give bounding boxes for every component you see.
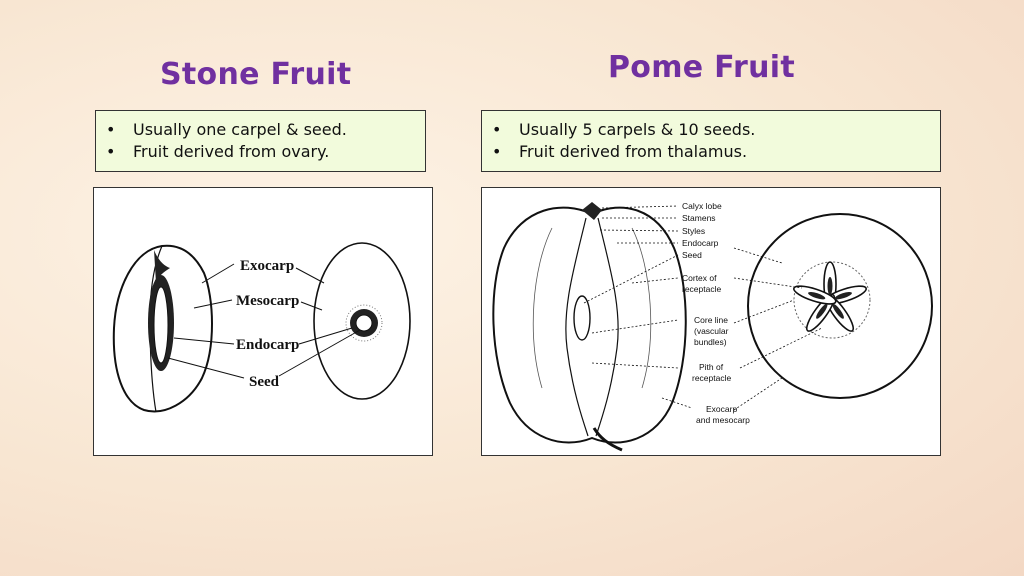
stone-seed-shape bbox=[153, 286, 169, 364]
exocarp-leader-right bbox=[295, 267, 325, 284]
apple-seed-chamber bbox=[573, 295, 591, 341]
label-seed: Seed bbox=[682, 250, 702, 260]
label-exocarp-line2: and mesocarp bbox=[696, 415, 750, 425]
seed-leader-left bbox=[167, 357, 245, 379]
endocarp-leader-right bbox=[298, 327, 353, 345]
stone-cross-dots bbox=[345, 304, 383, 342]
pome-fruit-title: Pome Fruit bbox=[608, 50, 795, 85]
label-core-line2: (vascular bbox=[694, 326, 729, 336]
apple-cross-outline bbox=[747, 213, 933, 399]
label-endocarp: Endocarp bbox=[682, 238, 719, 248]
label-calyx-lobe: Calyx lobe bbox=[682, 201, 722, 211]
label-core-line1: Core line bbox=[694, 315, 728, 325]
pome-bullet-carpels: Usually 5 carpels & 10 seeds. bbox=[492, 119, 928, 141]
label-pith-line2: receptacle bbox=[692, 373, 731, 383]
stone-fruit-drawing: Exocarp Mesocarp Endocarp Seed bbox=[112, 242, 411, 413]
mesocarp-leader-left bbox=[193, 299, 233, 309]
pome-bullet-origin: Fruit derived from thalamus. bbox=[492, 141, 928, 163]
stone-bullet-carpel: Usually one carpel & seed. bbox=[106, 119, 413, 141]
apple-section-outline bbox=[492, 206, 687, 444]
label-pith-line1: Pith of bbox=[699, 362, 724, 372]
apple-core-right bbox=[595, 217, 619, 437]
label-exocarp: Exocarp bbox=[240, 258, 294, 274]
pome-fruit-points: Usually 5 carpels & 10 seeds. Fruit deri… bbox=[481, 110, 941, 172]
apple-vascular-left bbox=[532, 227, 553, 389]
apple-stalk bbox=[592, 427, 623, 452]
label-styles: Styles bbox=[682, 226, 705, 236]
endocarp-leader-left bbox=[173, 337, 235, 345]
label-stamens: Stamens bbox=[682, 213, 716, 223]
apple-core-left bbox=[565, 217, 589, 437]
label-endocarp: Endocarp bbox=[236, 337, 299, 353]
stone-fruit-points: Usually one carpel & seed. Fruit derived… bbox=[95, 110, 426, 172]
apple-vascular-right bbox=[631, 227, 652, 389]
stone-fruit-diagram: Exocarp Mesocarp Endocarp Seed bbox=[93, 187, 433, 456]
label-exocarp-line1: Exocarp bbox=[706, 404, 737, 414]
label-seed: Seed bbox=[249, 374, 280, 390]
pome-fruit-drawing: Calyx lobe Stamens Styles Endocarp Seed … bbox=[492, 201, 933, 452]
exocarp-leader-left bbox=[201, 263, 235, 284]
stone-cross-outline bbox=[313, 242, 411, 400]
stone-section-outline bbox=[112, 244, 213, 413]
apple-calyx bbox=[582, 202, 602, 220]
stone-bullet-origin: Fruit derived from ovary. bbox=[106, 141, 413, 163]
seed-leader-right bbox=[278, 329, 361, 377]
stone-cross-seed bbox=[355, 314, 373, 332]
label-cortex-line2: receptacle bbox=[682, 284, 721, 294]
mesocarp-leader-right bbox=[300, 301, 323, 311]
stone-stalk-dark bbox=[154, 250, 170, 283]
label-mesocarp: Mesocarp bbox=[236, 293, 299, 309]
apple-cross-core-line bbox=[793, 261, 871, 339]
pome-leader-lines bbox=[583, 205, 823, 411]
apple-star-carpels bbox=[792, 261, 868, 332]
stone-fruit-title: Stone Fruit bbox=[160, 57, 352, 92]
pome-fruit-diagram: Calyx lobe Stamens Styles Endocarp Seed … bbox=[481, 187, 941, 456]
label-core-line3: bundles) bbox=[694, 337, 727, 347]
label-cortex-line1: Cortex of bbox=[682, 273, 717, 283]
